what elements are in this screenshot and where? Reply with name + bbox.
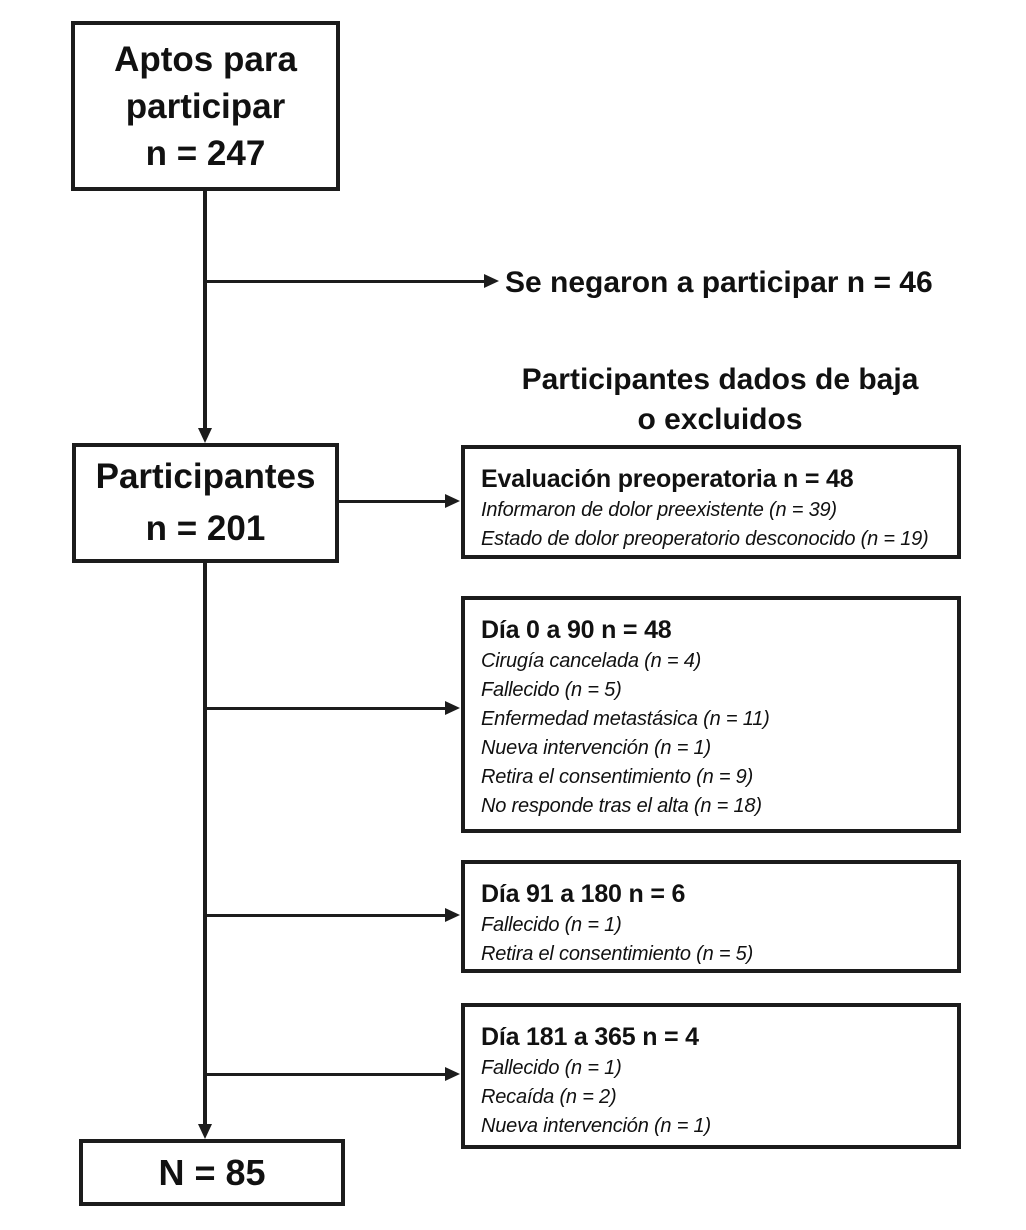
exclusion-box-title: Evaluación preoperatoria n = 48: [481, 465, 854, 493]
connector-participants-to-final: [203, 562, 207, 1126]
eligible-box-line1: Aptos para: [114, 39, 297, 79]
exclusion-box-day181-365: Día 181 a 365 n = 4 Fallecido (n = 1) Re…: [461, 1003, 961, 1149]
connector-day0-90: [205, 707, 448, 710]
withdrawn-heading-line1: Participantes dados de baja: [521, 363, 919, 396]
connector-day91-180: [205, 914, 448, 917]
arrow-right-icon: [445, 1067, 460, 1081]
refused-label: Se negaron a participar n = 46: [505, 266, 933, 299]
arrow-down-icon: [198, 428, 212, 443]
connector-day181-365: [205, 1073, 448, 1076]
exclusion-item: Enfermedad metastásica (n = 11): [481, 708, 770, 730]
participants-box: Participantes n = 201: [72, 443, 339, 563]
withdrawn-heading-line2: o excluidos: [637, 403, 803, 436]
connector-eligible-to-participants: [203, 191, 207, 430]
exclusion-box-preoperative: Evaluación preoperatoria n = 48 Informar…: [461, 445, 961, 559]
eligible-box-line2: participar: [125, 86, 286, 126]
arrow-right-icon: [484, 274, 499, 288]
exclusion-item: Retira el consentimiento (n = 9): [481, 766, 754, 788]
exclusion-item: Nueva intervención (n = 1): [481, 737, 711, 759]
arrow-right-icon: [445, 908, 460, 922]
exclusion-item: No responde tras el alta (n = 18): [481, 795, 762, 817]
final-count-box: N = 85: [79, 1139, 345, 1206]
exclusion-item: Estado de dolor preoperatorio desconocid…: [481, 528, 929, 550]
final-count-label: N = 85: [158, 1151, 266, 1193]
arrow-down-icon: [198, 1124, 212, 1139]
eligible-box: Aptos para participar n = 247: [71, 21, 340, 191]
participants-box-line1: Participantes: [95, 457, 316, 496]
participants-box-count: n = 201: [145, 509, 266, 548]
exclusion-item: Informaron de dolor preexistente (n = 39…: [481, 499, 837, 521]
exclusion-box-day0-90: Día 0 a 90 n = 48 Cirugía cancelada (n =…: [461, 596, 961, 833]
connector-refused: [205, 280, 487, 283]
connector-preoperative: [338, 500, 448, 503]
exclusion-box-title: Día 91 a 180 n = 6: [481, 880, 686, 908]
exclusion-box-title: Día 181 a 365 n = 4: [481, 1023, 699, 1051]
exclusion-item: Nueva intervención (n = 1): [481, 1115, 711, 1137]
exclusion-item: Fallecido (n = 5): [481, 679, 622, 701]
exclusion-item: Recaída (n = 2): [481, 1086, 617, 1108]
eligible-box-count: n = 247: [145, 133, 266, 173]
exclusion-box-title: Día 0 a 90 n = 48: [481, 616, 672, 644]
arrow-right-icon: [445, 494, 460, 508]
exclusion-item: Retira el consentimiento (n = 5): [481, 943, 754, 965]
exclusion-box-day91-180: Día 91 a 180 n = 6 Fallecido (n = 1) Ret…: [461, 860, 961, 973]
exclusion-item: Fallecido (n = 1): [481, 914, 622, 936]
exclusion-item: Cirugía cancelada (n = 4): [481, 650, 702, 672]
arrow-right-icon: [445, 701, 460, 715]
exclusion-item: Fallecido (n = 1): [481, 1057, 622, 1079]
withdrawn-heading: Participantes dados de baja o excluidos: [470, 360, 970, 440]
